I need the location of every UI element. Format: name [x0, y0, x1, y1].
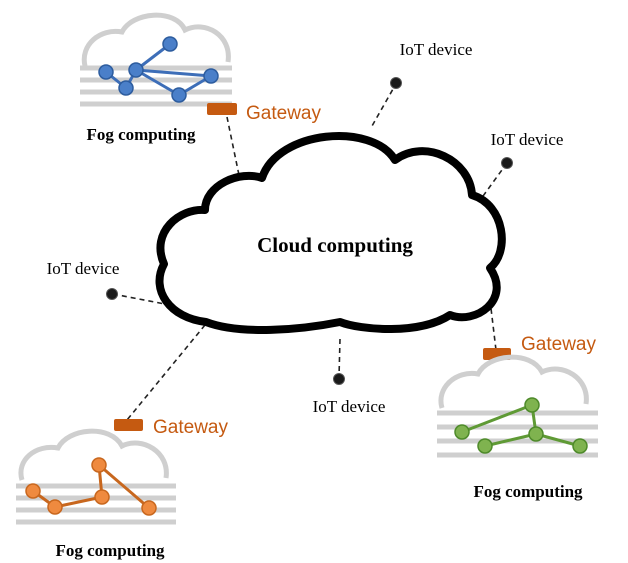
graph-node: [94, 489, 110, 505]
iot-device-right: IoT device: [491, 130, 564, 169]
graph-node: [98, 64, 114, 80]
gateway-label: Gateway: [153, 417, 228, 438]
graph-node: [118, 80, 134, 96]
fog-cloud-outline: [18, 428, 169, 481]
link-iot-top: [371, 81, 398, 127]
graph-edge: [135, 68, 180, 97]
fog-graph-nodes: [98, 36, 219, 103]
graph-node: [524, 397, 540, 413]
fog-node-right: Gateway Fog computing: [437, 334, 598, 501]
fog-label: Fog computing: [86, 125, 196, 144]
link-gateway-left: [126, 324, 206, 421]
main-cloud-shape: [155, 132, 506, 334]
link-iot-bottom: [338, 338, 341, 378]
iot-device-label: IoT device: [400, 40, 473, 59]
iot-device-dot: [106, 288, 118, 300]
gateway-label: Gateway: [246, 103, 321, 124]
graph-edge: [98, 463, 150, 510]
graph-node: [528, 426, 544, 442]
iot-device-label: IoT device: [491, 130, 564, 149]
graph-node: [162, 36, 178, 52]
gateway-box: [114, 419, 143, 431]
graph-edge: [54, 495, 103, 509]
iot-device-dot: [333, 373, 345, 385]
graph-node: [128, 62, 144, 78]
fog-graph-nodes: [25, 457, 157, 516]
fog-node-bottom: Gateway Fog computing: [16, 417, 228, 560]
fog-layers: [437, 410, 598, 458]
iot-device-label: IoT device: [313, 397, 386, 416]
graph-edge: [461, 403, 533, 434]
link-gateway-top: [226, 116, 241, 181]
gateway-box: [207, 103, 237, 115]
fog-cloud-outline: [438, 354, 589, 409]
graph-node: [47, 499, 63, 515]
graph-node: [171, 87, 187, 103]
iot-device-dot: [501, 157, 513, 169]
graph-node: [203, 68, 219, 84]
graph-node: [25, 483, 41, 499]
graph-node: [477, 438, 493, 454]
link-iot-left: [112, 293, 171, 306]
iot-device-bottom: IoT device: [313, 373, 386, 416]
iot-device-top: IoT device: [390, 40, 473, 89]
graph-edge: [135, 68, 212, 78]
iot-device-left: IoT device: [47, 259, 120, 300]
graph-edge: [484, 432, 537, 448]
fog-graph-nodes: [454, 397, 588, 454]
fog-label: Fog computing: [473, 482, 583, 501]
fog-label: Fog computing: [55, 541, 165, 560]
gateway-label: Gateway: [521, 334, 596, 355]
fog-node-top: Gateway Fog computing: [80, 12, 321, 144]
graph-node: [91, 457, 107, 473]
graph-node: [141, 500, 157, 516]
links: [112, 81, 508, 421]
cloud-label: Cloud computing: [257, 233, 413, 257]
graph-node: [454, 424, 470, 440]
graph-node: [572, 438, 588, 454]
iot-device-label: IoT device: [47, 259, 120, 278]
fog-cloud-outline: [81, 12, 231, 67]
iot-device-dot: [390, 77, 402, 89]
